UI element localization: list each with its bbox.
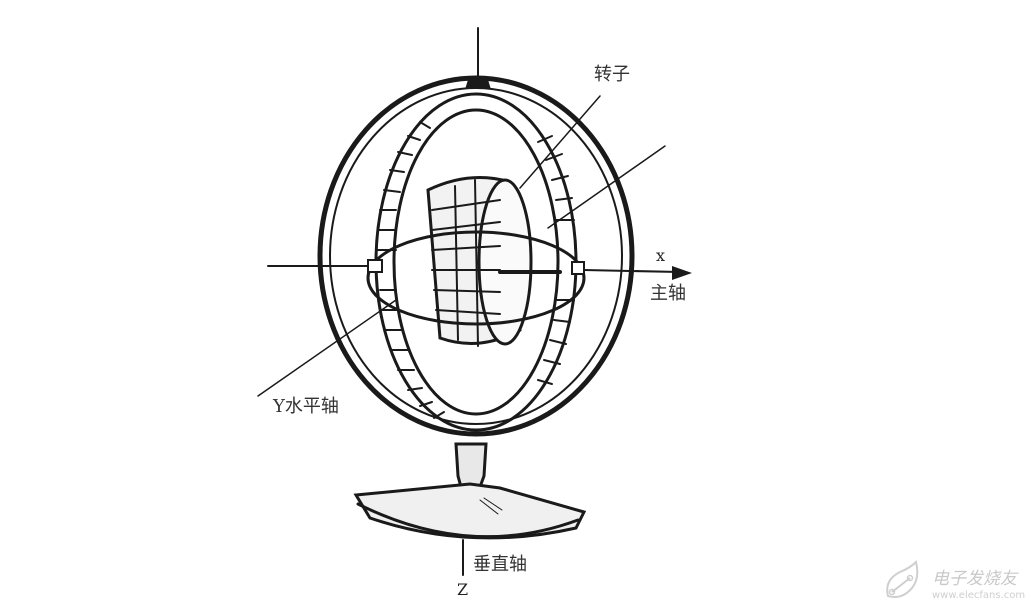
- watermark-url: www.elecfans.com: [932, 590, 1026, 601]
- outer-gimbal-ring: [317, 75, 635, 437]
- y-horizontal-axis-label: Y水平轴: [273, 396, 339, 417]
- x-axis-line: [583, 269, 681, 273]
- z-axis-letter: Z: [457, 580, 469, 599]
- watermark: 电子发烧友 www.elecfans.com: [880, 560, 1030, 608]
- rotor-label: 转子: [594, 64, 630, 85]
- vertical-axis-label: 垂直轴: [473, 554, 527, 575]
- y-axis-leader-line: [257, 299, 397, 397]
- elecfans-logo-icon: [886, 560, 919, 598]
- main-axis-label: 主轴: [650, 283, 686, 304]
- x-axis-letter: x: [656, 246, 666, 265]
- rotor-leader-line: [519, 95, 601, 189]
- horizontal-ring: [366, 230, 586, 326]
- watermark-title: 电子发烧友: [932, 569, 1017, 589]
- x-axis-arrow-icon: [672, 266, 692, 280]
